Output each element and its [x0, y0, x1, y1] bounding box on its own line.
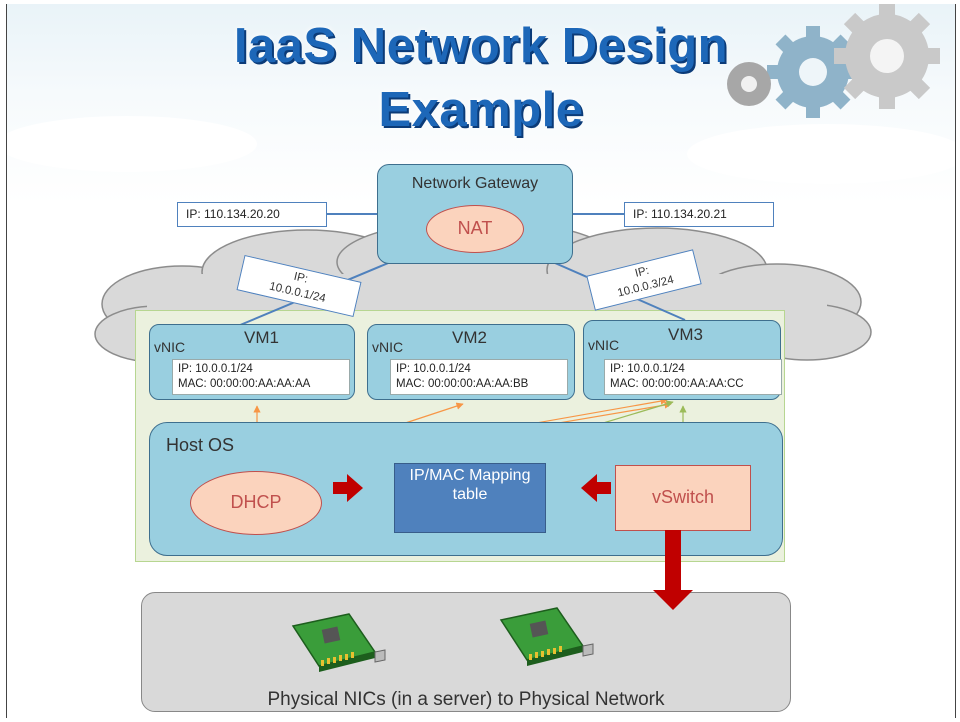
public-ip-right: IP: 110.134.20.21 [624, 202, 774, 227]
vm-ip: IP: 10.0.0.1/24 [610, 363, 685, 375]
nat-node: NAT [426, 205, 524, 253]
gateway-label: Network Gateway [411, 175, 539, 192]
vswitch-node: vSwitch [615, 465, 751, 531]
sky-cloud [7, 116, 955, 184]
physical-network: Physical NICs (in a server) to Physical … [141, 592, 791, 712]
slide: IaaS Network Design Example Network Gate… [6, 4, 956, 718]
vm-mac: MAC: 00:00:00:AA:AA:BB [396, 378, 529, 390]
vm-name: VM3 [668, 325, 703, 344]
page-title-line2: Example [378, 83, 584, 137]
vm-address-info: IP: 10.0.0.1/24 MAC: 00:00:00:AA:AA:BB [390, 359, 568, 395]
vnic-label: vNIC [588, 337, 620, 353]
physical-network-label: Physical NICs (in a server) to Physical … [267, 689, 665, 710]
gear-icon [834, 4, 940, 109]
network-gateway: Network Gateway NAT [377, 164, 573, 264]
page-title: IaaS Network Design [233, 19, 729, 73]
vm-name: VM2 [452, 328, 487, 347]
vm-mac: MAC: 00:00:00:AA:AA:CC [610, 378, 744, 390]
dhcp-node: DHCP [190, 471, 322, 535]
ip-mac-mapping-table: IP/MAC Mapping table [394, 463, 546, 533]
vm-mac: MAC: 00:00:00:AA:AA:AA [178, 378, 311, 390]
vm-address-info: IP: 10.0.0.1/24 MAC: 00:00:00:AA:AA:CC [604, 359, 782, 395]
vm3-box: vNIC VM3 IP: 10.0.0.1/24 MAC: 00:00:00:A… [583, 320, 782, 400]
vm-ip: IP: 10.0.0.1/24 [178, 363, 253, 375]
vm-name: VM1 [244, 328, 279, 347]
vm1-box: vNIC VM1 IP: 10.0.0.1/24 MAC: 00:00:00:A… [149, 324, 355, 400]
host-os: Host OS DHCP IP/MAC Mapping table vSwitc… [149, 422, 783, 556]
vm-ip: IP: 10.0.0.1/24 [396, 363, 471, 375]
gear-icon [727, 62, 771, 106]
host-os-label: Host OS [166, 435, 235, 455]
vnic-label: vNIC [372, 339, 404, 355]
vm2-box: vNIC VM2 IP: 10.0.0.1/24 MAC: 00:00:00:A… [367, 324, 575, 400]
public-ip-left: IP: 110.134.20.20 [177, 202, 327, 227]
vnic-label: vNIC [154, 339, 186, 355]
vm-address-info: IP: 10.0.0.1/24 MAC: 00:00:00:AA:AA:AA [172, 359, 350, 395]
